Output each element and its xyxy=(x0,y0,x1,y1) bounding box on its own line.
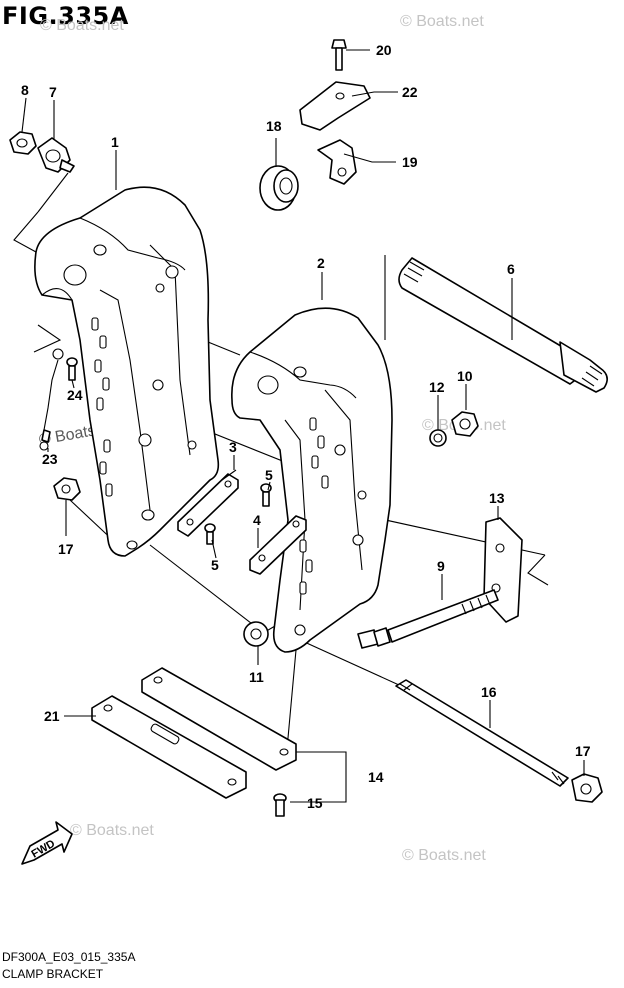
callout-9: 9 xyxy=(437,558,445,574)
fwd-arrow-icon: FWD xyxy=(21,821,73,865)
plate-4 xyxy=(249,515,307,575)
callout-13: 13 xyxy=(489,490,505,506)
plate-13 xyxy=(483,517,523,623)
bolt-16 xyxy=(395,679,569,787)
callout-5-lower: 5 xyxy=(211,557,219,573)
callout-17-lower: 17 xyxy=(575,743,591,759)
callout-18: 18 xyxy=(266,118,282,134)
callout-22: 22 xyxy=(402,84,418,100)
callout-labels: 1 2 3 4 5 5 6 7 8 9 10 11 12 13 14 15 16… xyxy=(21,42,591,811)
callout-24: 24 xyxy=(67,387,83,403)
callout-5-upper: 5 xyxy=(265,467,273,483)
figure-code: DF300A_E03_015_335A xyxy=(2,950,136,964)
cover-22 xyxy=(299,81,371,131)
screw-24 xyxy=(66,357,78,381)
anode-14 xyxy=(141,667,297,771)
figure-title: FIG.335A xyxy=(2,2,129,30)
callout-14: 14 xyxy=(368,769,384,785)
nut-10 xyxy=(451,411,479,437)
callout-4: 4 xyxy=(253,512,261,528)
watermark: © Boats.net xyxy=(400,13,484,30)
plate-7 xyxy=(37,137,75,173)
plate-3 xyxy=(177,473,239,537)
clamp-bracket-port xyxy=(231,307,393,653)
screw-5-upper xyxy=(260,483,272,507)
lead-wire-23 xyxy=(39,348,64,451)
callout-12: 12 xyxy=(429,379,445,395)
bolt-15 xyxy=(273,793,287,817)
callout-2: 2 xyxy=(317,255,325,271)
callout-6: 6 xyxy=(507,261,515,277)
nut-8 xyxy=(9,131,37,155)
figure-name: CLAMP BRACKET xyxy=(2,967,104,981)
callout-3: 3 xyxy=(229,439,237,455)
callout-23: 23 xyxy=(42,451,58,467)
nut-17-upper xyxy=(53,477,81,501)
anode-21 xyxy=(91,695,247,799)
clamp-bracket-starboard xyxy=(34,186,220,557)
watermark: © Boats.net xyxy=(40,17,124,34)
fwd-label: FWD xyxy=(30,838,58,861)
grommet-18 xyxy=(259,165,299,211)
callout-17-upper: 17 xyxy=(58,541,74,557)
callout-1: 1 xyxy=(111,134,119,150)
callout-10: 10 xyxy=(457,368,473,384)
washer-12 xyxy=(429,429,447,447)
washer-11 xyxy=(243,621,269,647)
callout-7: 7 xyxy=(49,84,57,100)
callout-21: 21 xyxy=(44,708,60,724)
bolt-20 xyxy=(331,39,347,71)
callout-15: 15 xyxy=(307,795,323,811)
leader-lines xyxy=(21,49,585,803)
callout-19: 19 xyxy=(402,154,418,170)
tube xyxy=(398,257,608,393)
callout-11: 11 xyxy=(249,669,264,685)
callout-8: 8 xyxy=(21,82,29,98)
callout-20: 20 xyxy=(376,42,392,58)
nut-17-lower xyxy=(571,773,603,803)
bracket-19 xyxy=(317,139,357,185)
watermark: © Boats.net xyxy=(402,847,486,864)
screw-5-lower xyxy=(204,523,216,545)
callout-16: 16 xyxy=(481,684,497,700)
bolt-9 xyxy=(357,589,499,649)
watermark: © Boats.net xyxy=(70,822,154,839)
